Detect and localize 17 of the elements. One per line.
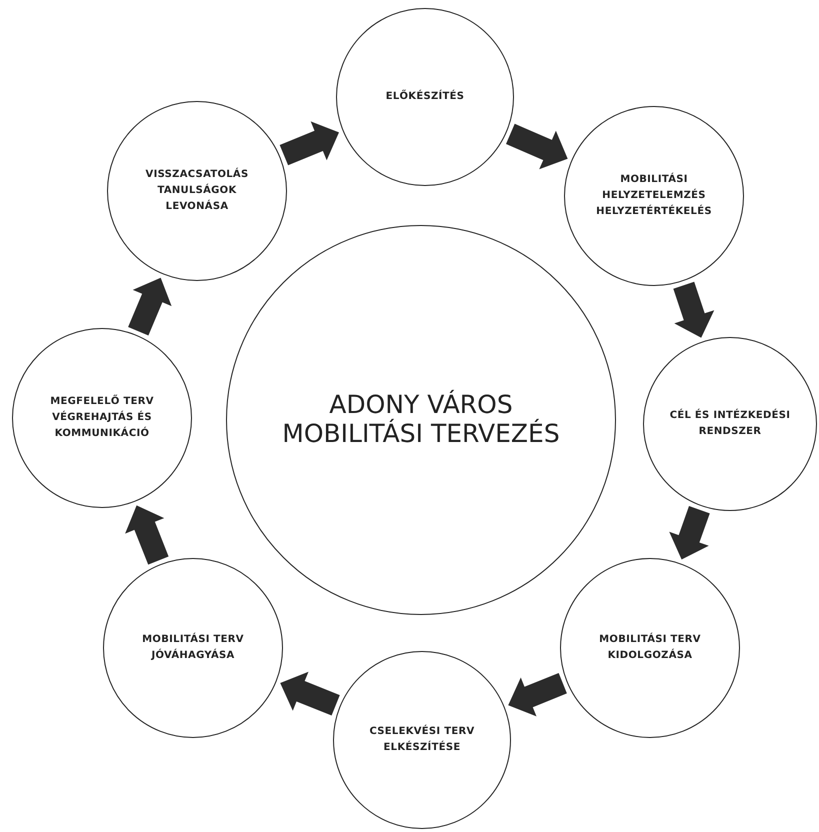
block-arrow (128, 278, 172, 336)
step-label: MOBILITÁSI TERV KIDOLGOZÁSA (598, 632, 702, 663)
block-arrow (506, 124, 568, 170)
step-label: ELŐKÉSZÍTÉS (386, 89, 464, 104)
center-title: ADONY VÁROS MOBILITÁSI TERVEZÉS (281, 391, 561, 449)
step-label: MOBILITÁSI HELYZETELEMZÉS HELYZETÉRTÉKELÉS (595, 172, 713, 219)
block-arrow (673, 282, 714, 338)
block-arrow (669, 506, 710, 560)
step-label: VISSZACSATOLÁS TANULSÁGOK LEVONÁSA (144, 167, 250, 214)
block-arrow (125, 505, 169, 565)
step-label: CSELEKVÉSI TERV ELKÉSZÍTÉSE (368, 724, 476, 755)
step-label: MEGFELELŐ TERV VÉGREHAJTÁS ÉS KOMMUNIKÁCIÓ (49, 394, 155, 441)
block-arrow (280, 672, 340, 716)
block-arrow (280, 121, 339, 166)
step-label: CÉL ÉS INTÉZKEDÉSI RENDSZER (668, 408, 792, 439)
step-label: MOBILITÁSI TERV JÓVÁHAGYÁSA (141, 632, 245, 663)
block-arrow (508, 673, 567, 716)
